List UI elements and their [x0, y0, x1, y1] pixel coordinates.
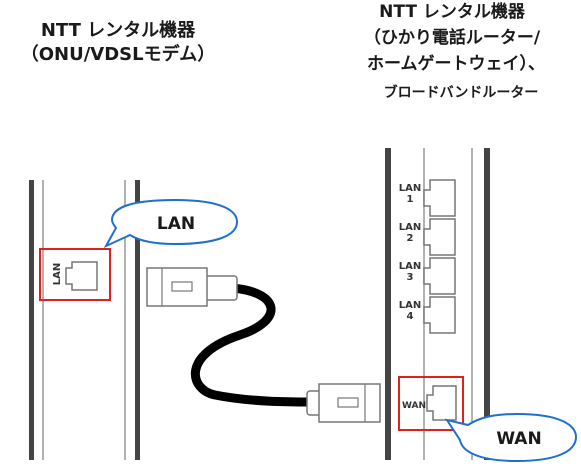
right-device-edge-outer [385, 148, 391, 460]
connector-left-clip [171, 281, 193, 292]
lan-port-3: LAN 3 [399, 257, 456, 295]
right-device: LAN 1 LAN 2 LAN 3 LAN 4 WAN [385, 148, 490, 460]
left-device-title-line2: （ONU/VDSLモデム） [20, 44, 216, 65]
lan-callout-text: LAN [157, 214, 195, 234]
lan-port-1-label: LAN [399, 183, 421, 194]
lan-callout-bubble [103, 198, 239, 249]
left-lan-highlight [39, 248, 111, 301]
lan-port-4-icon [423, 296, 456, 334]
right-device-title-line1: NTT レンタル機器 [379, 2, 525, 22]
left-device: LAN [29, 180, 140, 460]
right-device-panel-outer [484, 148, 490, 460]
lan-port-2-number: 2 [407, 233, 414, 244]
lan-port-1: LAN 1 [399, 179, 456, 217]
connector-right-clip [337, 397, 359, 408]
lan-port-4: LAN 4 [399, 296, 456, 334]
right-device-title-line2: （ひかり電話ルーター/ [363, 28, 541, 48]
lan-port-4-label: LAN [399, 300, 421, 311]
lan-port-3-icon [423, 257, 456, 295]
wan-port-highlight [398, 376, 464, 431]
lan-callout: LAN [103, 198, 239, 249]
lan-port-2-icon [423, 218, 456, 256]
lan-cable [191, 283, 317, 407]
left-lan-port-icon [65, 261, 98, 291]
wan-port-label: WAN [402, 401, 426, 411]
wan-callout-text: WAN [496, 429, 541, 449]
lan-port-3-number: 3 [407, 272, 414, 283]
right-device-title-line4: ブロードバンドルーター [383, 85, 539, 101]
wan-port: WAN [398, 376, 464, 431]
wan-callout-bubble [444, 412, 578, 463]
cable-connector-left [146, 267, 238, 307]
lan-port-1-icon [423, 179, 456, 217]
cable-connector-right [306, 383, 381, 423]
lan-port-2-label: LAN [399, 222, 421, 233]
lan-port-2: LAN 2 [399, 218, 456, 256]
left-device-panel-outer [135, 180, 140, 460]
lan-port-4-number: 4 [407, 311, 414, 322]
right-device-title-line3: ホームゲートウェイ）、 [367, 54, 545, 74]
wan-callout: WAN [444, 412, 578, 463]
connector-left-boot [204, 275, 238, 301]
left-lan-port-label: LAN [52, 263, 63, 285]
wan-port-icon [426, 385, 457, 421]
lan-port-1-number: 1 [407, 194, 414, 205]
lan-port-3-label: LAN [399, 261, 421, 272]
left-device-edge-outer [29, 180, 34, 460]
left-device-title-line1: NTT レンタル機器 [40, 20, 196, 41]
